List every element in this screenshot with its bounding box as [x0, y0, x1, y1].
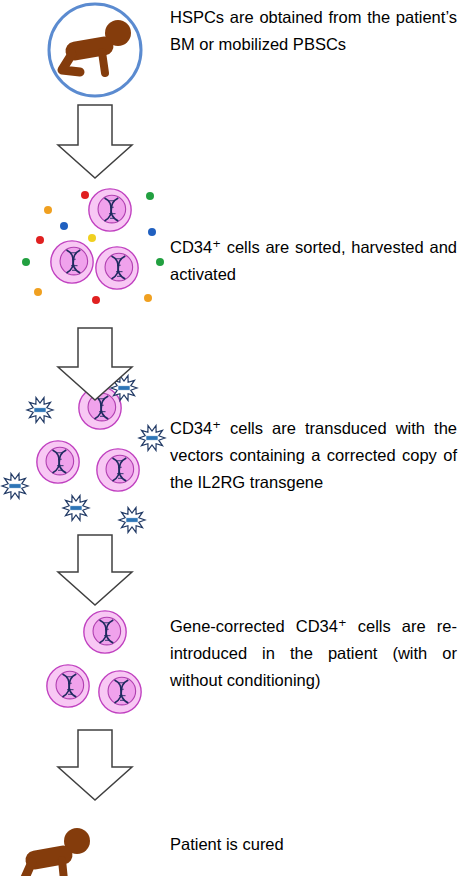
- flow-arrow: [58, 730, 132, 800]
- patient-icon: [49, 4, 141, 96]
- step-text: CD34⁺ cells are sorted, harvested and ac…: [170, 234, 457, 288]
- step-node: Patient is cured: [0, 802, 474, 876]
- cd34-cells: [22, 189, 164, 304]
- step-node: CD34⁺ cells are sorted, harvested and ac…: [0, 180, 474, 326]
- step-text: HSPCs are obtained from the patient’s BM…: [170, 4, 457, 58]
- step-node: CD34⁺ cells are transduced with the vect…: [0, 402, 474, 533]
- corrected-cells: [47, 611, 141, 713]
- transduced-cells: [2, 376, 165, 533]
- step-node: HSPCs are obtained from the patient’s BM…: [0, 0, 474, 103]
- flow-arrow: [58, 535, 132, 605]
- step-node: Gene-corrected CD34⁺ cells are re-introd…: [0, 607, 474, 728]
- flow-arrow: [58, 328, 132, 400]
- flow-arrow: [58, 105, 132, 178]
- step-text: Patient is cured: [170, 831, 457, 858]
- cured-patient-icon: [24, 828, 90, 876]
- step-text: CD34⁺ cells are transduced with the vect…: [170, 415, 457, 496]
- step-text: Gene-corrected CD34⁺ cells are re-introd…: [170, 613, 457, 694]
